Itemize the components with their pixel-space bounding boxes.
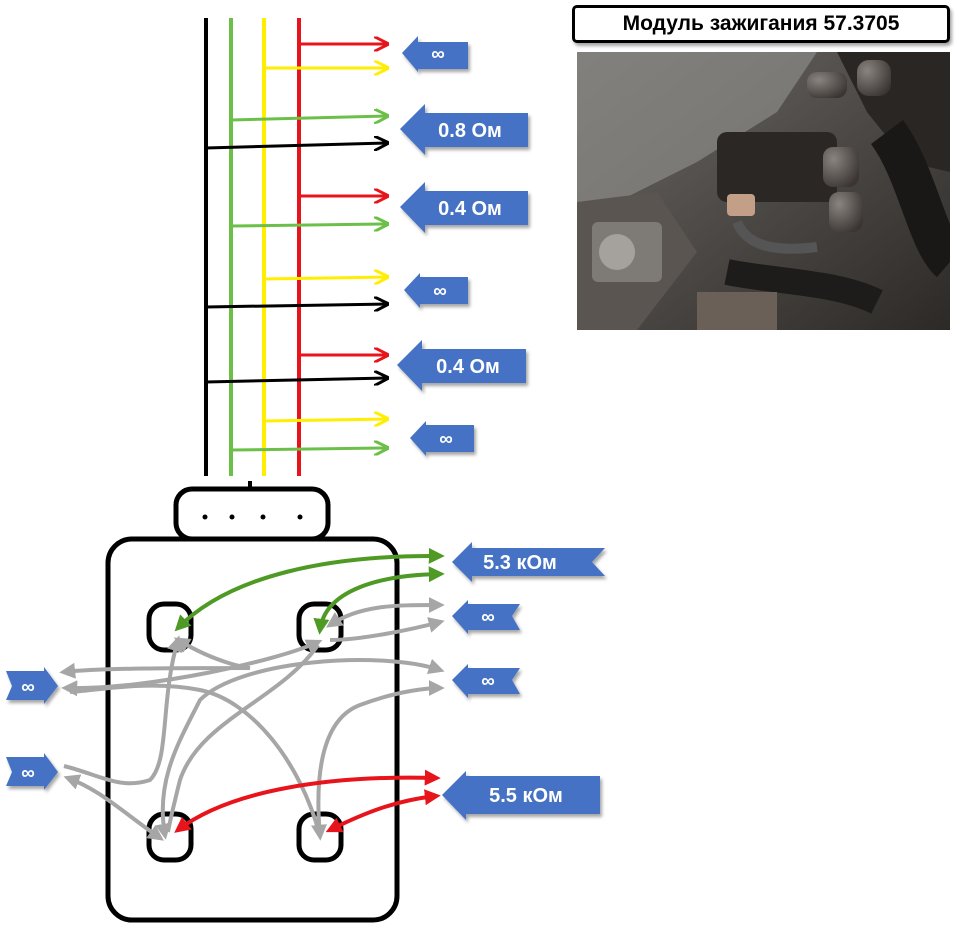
label-text: ∞ [21, 763, 35, 784]
label-module-inf-l1: ∞ [6, 667, 58, 704]
label-text: ∞ [481, 671, 495, 692]
module-resistance-labels: 5.3 кОм ∞ ∞ 5.5 кОм ∞ ∞ [6, 542, 605, 820]
label-wire-04-b: 0.4 Ом [397, 340, 526, 391]
red-test-curves [174, 769, 441, 833]
arrow-yellow-3 [263, 419, 386, 421]
label-wire-inf-1: ∞ [402, 36, 468, 72]
module-connector [173, 486, 331, 542]
curve-t4-red [325, 789, 441, 833]
label-text: ∞ [431, 44, 445, 65]
label-module-55: 5.5 кОм [442, 771, 600, 820]
curve-t3-red [174, 769, 441, 833]
connector-pin [297, 514, 303, 520]
engine-bay-photo [577, 52, 950, 330]
label-text: 5.5 кОм [489, 785, 563, 807]
label-text: 5.3 кОм [483, 552, 557, 574]
label-text: 0.8 Ом [438, 120, 502, 142]
page-title: Модуль зажигания 57.3705 [572, 5, 950, 43]
curve-t2-diag [166, 643, 320, 833]
wire-resistance-labels: ∞ 0.8 Ом 0.4 Ом ∞ 0.4 Ом ∞ [397, 36, 528, 456]
label-module-53: 5.3 кОм [452, 542, 605, 582]
label-text: ∞ [439, 429, 453, 450]
arrow-green-1 [230, 116, 386, 120]
photo-illustration [577, 52, 950, 330]
label-text: ∞ [433, 281, 447, 302]
arrow-black-3 [205, 378, 386, 382]
label-wire-inf-2: ∞ [404, 273, 468, 308]
label-module-inf-l2: ∞ [6, 753, 58, 790]
arrow-black-1 [205, 143, 386, 148]
curve-t1-green [174, 547, 445, 632]
wire-bundle [204, 18, 301, 476]
label-text: ∞ [21, 677, 35, 698]
wire-pair-arrows [205, 44, 386, 450]
label-text: ∞ [481, 607, 495, 628]
module-body [105, 536, 400, 923]
arrow-green-3 [230, 448, 386, 450]
label-wire-04-a: 0.4 Ом [400, 182, 528, 233]
arrow-yellow-2 [263, 277, 386, 279]
label-wire-08: 0.8 Ом [400, 104, 528, 155]
ignition-module [105, 481, 400, 923]
arrow-black-2 [205, 304, 386, 307]
connector-pin [202, 514, 208, 520]
connector-pin [260, 514, 266, 520]
curve-t2-green [313, 566, 445, 635]
label-module-inf-r1: ∞ [452, 600, 520, 634]
green-test-curves [174, 547, 445, 635]
label-module-inf-r2: ∞ [452, 664, 520, 698]
arrow-green-2 [230, 224, 386, 226]
connector-pin [229, 514, 235, 520]
curve-t3-left [63, 774, 164, 841]
label-wire-inf-3: ∞ [410, 421, 474, 456]
label-text: 0.4 Ом [438, 198, 502, 220]
label-text: 0.4 Ом [436, 356, 500, 378]
